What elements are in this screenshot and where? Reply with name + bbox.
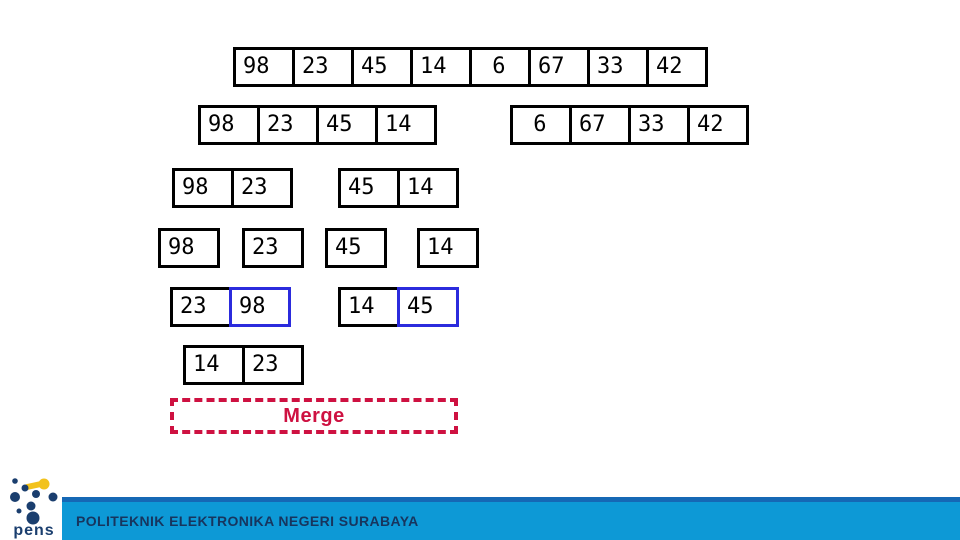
array-cell: 14: [417, 228, 479, 268]
array-cell: 45: [325, 228, 387, 268]
svg-text:pens: pens: [13, 522, 54, 539]
array-cell: 98: [198, 105, 260, 145]
array-cell: 45: [338, 168, 400, 208]
pens-logo-icon: pens: [10, 478, 58, 539]
array-cell: 14: [375, 105, 437, 145]
array-cell: 14: [183, 345, 245, 385]
array-cell: 98: [172, 168, 234, 208]
array-cell: 33: [628, 105, 690, 145]
array-cell: 98: [233, 47, 295, 87]
array-cell: 67: [569, 105, 631, 145]
array-cell: 42: [687, 105, 749, 145]
merge-label: Merge: [283, 404, 345, 427]
array-cell: 23: [242, 345, 304, 385]
array-cell: 33: [587, 47, 649, 87]
merge-box: Merge: [170, 398, 458, 434]
array-cell: 23: [257, 105, 319, 145]
array-cell: 23: [170, 287, 232, 327]
footer-accent-stripe: [62, 497, 960, 502]
array-cell: 45: [316, 105, 378, 145]
array-cell: 23: [292, 47, 354, 87]
array-cell: 14: [338, 287, 400, 327]
array-cell: 14: [397, 168, 459, 208]
array-cell: 98: [158, 228, 220, 268]
array-cell: 6: [510, 105, 572, 145]
array-cell: 23: [242, 228, 304, 268]
array-group-row4: 23: [242, 228, 304, 268]
array-group-row4: 45: [325, 228, 387, 268]
array-group-row4: 98: [158, 228, 220, 268]
array-cell: 67: [528, 47, 590, 87]
array-cell: 23: [231, 168, 293, 208]
array-cell: 14: [410, 47, 472, 87]
array-group-row4: 14: [417, 228, 479, 268]
array-cell: 6: [469, 47, 531, 87]
array-cell: 45: [351, 47, 413, 87]
institution-name: POLITEKNIK ELEKTRONIKA NEGERI SURABAYA: [76, 513, 419, 529]
footer-bar: POLITEKNIK ELEKTRONIKA NEGERI SURABAYA: [62, 502, 960, 540]
array-cell: 42: [646, 47, 708, 87]
array-cell: 45: [397, 287, 459, 327]
array-cell: 98: [229, 287, 291, 327]
